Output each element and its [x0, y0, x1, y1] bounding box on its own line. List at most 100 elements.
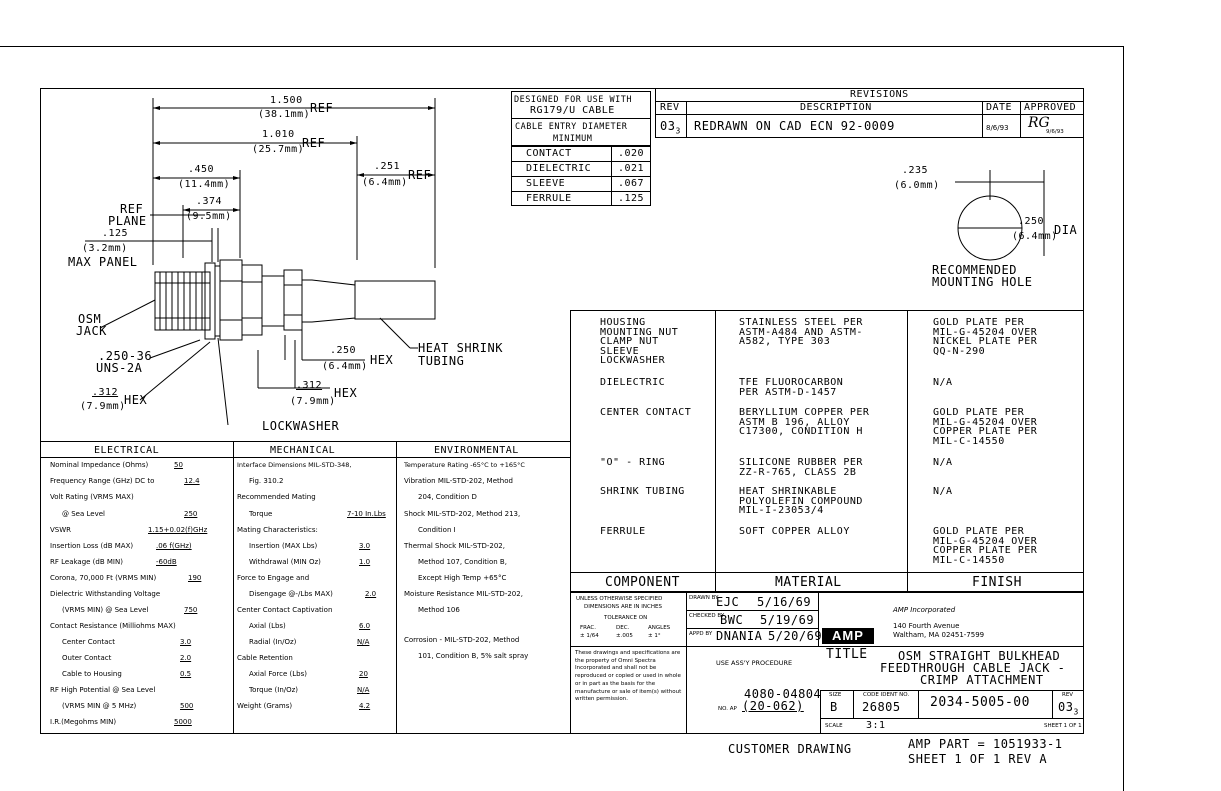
- no-ap-label: NO. AP: [718, 706, 737, 712]
- approval-signature: RG: [1028, 115, 1050, 131]
- spec-value: 3.0: [359, 542, 371, 550]
- title-line1: OSM STRAIGHT BULKHEAD: [898, 649, 1061, 663]
- spec-header-line: [40, 457, 570, 458]
- material-component: FERRULE: [600, 526, 646, 537]
- spec-value: 4.2: [359, 702, 371, 710]
- component-footer: COMPONENT: [605, 575, 680, 590]
- spec-label: Dielectric Withstanding Voltage: [50, 590, 161, 598]
- company-name: AMP Incorporated: [893, 606, 956, 614]
- dim-312-left-value: .312: [92, 387, 119, 398]
- env-line: Condition I: [418, 526, 456, 534]
- tolerance-line1: UNLESS OTHERWISE SPECIFIED: [576, 596, 663, 602]
- spec-label: Corona, 70,000 Ft (VRMS MIN): [50, 574, 157, 582]
- spec-value: 2.0: [365, 590, 377, 598]
- revision-date: 8/6/93: [986, 124, 1009, 132]
- spec-label: RF Leakage (dB MIN): [50, 558, 123, 566]
- env-line: Corrosion - MIL-STD-202, Method: [404, 636, 520, 644]
- dim-450-mm: (11.4mm): [178, 179, 231, 190]
- dim-1010-ref: REF: [302, 136, 326, 150]
- spec-value: N/A: [357, 638, 370, 646]
- spec-label: Torque (In/Oz): [249, 686, 299, 694]
- code-ident-label: CODE IDENT NO.: [863, 692, 910, 698]
- material-component: DIELECTRIC: [600, 377, 666, 388]
- spec-label: Disengage @-/Lbs MAX): [249, 590, 333, 598]
- spec-value: -60dB: [156, 558, 177, 566]
- mount-dim-235-value: .235: [902, 165, 929, 176]
- spec-value: 5000: [174, 718, 192, 726]
- material-material: TFE FLUOROCARBON PER ASTM-D-1457: [739, 377, 844, 398]
- material-material: BERYLLIUM COPPER PER ASTM B 196, ALLOY C…: [739, 407, 870, 437]
- use-assy-label: USE ASS'Y PROCEDURE: [716, 659, 793, 667]
- spec-value: 12.4: [184, 477, 200, 485]
- spec-label: Insertion (MAX Lbs): [249, 542, 318, 550]
- spec-value: 2.0: [180, 654, 192, 662]
- env-line: 204, Condition D: [418, 493, 477, 501]
- title-block-line: [820, 690, 1084, 691]
- spec-value: 7-10 In.Lbs: [347, 510, 386, 518]
- material-material: STAINLESS STEEL PER ASTM-A484 AND ASTM- …: [739, 317, 863, 347]
- spec-label: Cable Retention: [237, 654, 293, 662]
- cable-row-line: [511, 161, 651, 162]
- material-material: SOFT COPPER ALLOY: [739, 526, 850, 537]
- dim-374-mm: (9.5mm): [186, 211, 232, 222]
- title-block-line: [570, 646, 1084, 647]
- proprietary-notice: These drawings and specifications are th…: [575, 650, 682, 703]
- footer-sheet: SHEET 1 OF 1 REV A: [908, 752, 1048, 766]
- rev-number: 03: [660, 119, 676, 133]
- spec-label: Insertion Loss (dB MAX): [50, 542, 134, 550]
- spec-label: Cable to Housing: [62, 670, 122, 678]
- spec-label: Outer Contact: [62, 654, 112, 662]
- env-line: Vibration MIL-STD-202, Method: [404, 477, 513, 485]
- spec-label: Torque: [249, 510, 273, 518]
- spec-label: Fig. 310.2: [249, 477, 284, 485]
- recommended-label: RECOMMENDED: [932, 263, 1017, 277]
- tol-angles-value: ± 1°: [648, 633, 661, 639]
- approved-header: APPROVED: [1024, 102, 1077, 113]
- spec-label: Nominal Impedance (Ohms): [50, 461, 149, 469]
- spec-label: Mating Characteristics:: [237, 526, 318, 534]
- spec-value: 190: [188, 574, 202, 582]
- size-value: B: [830, 700, 838, 714]
- spec-divider: [233, 441, 234, 734]
- lockwasher-label: LOCKWASHER: [262, 419, 340, 433]
- cable-row-value: .067: [618, 178, 645, 189]
- title-block-divider: [818, 592, 819, 646]
- spec-value: 250: [184, 510, 198, 518]
- dim-1010-mm: (25.7mm): [252, 144, 305, 155]
- env-line: Except High Temp +65°C: [418, 574, 507, 582]
- company-address2: Waltham, MA 02451-7599: [893, 631, 985, 639]
- title-block: [570, 592, 1084, 734]
- spec-divider: [396, 441, 397, 734]
- cable-row-line: [511, 191, 651, 192]
- size-label: SIZE: [829, 692, 842, 698]
- mounting-hole-label: MOUNTING HOLE: [932, 275, 1033, 289]
- page-top-border: [0, 46, 1124, 47]
- cable-row-name: SLEEVE: [526, 178, 566, 189]
- customer-drawing: CUSTOMER DRAWING: [728, 742, 852, 756]
- date-header: DATE: [986, 102, 1013, 113]
- description-header: DESCRIPTION: [800, 102, 872, 113]
- checked-by-label: CHECKED BY: [689, 613, 725, 619]
- material-material: SILICONE RUBBER PER ZZ-R-765, CLASS 2B: [739, 457, 863, 478]
- spec-label: Recommended Mating: [237, 493, 316, 501]
- material-footer: MATERIAL: [775, 575, 842, 590]
- finish-footer: FINISH: [972, 575, 1022, 590]
- title-rev-subscript: 3: [1073, 707, 1079, 717]
- title-line2: FEEDTHROUGH CABLE JACK -: [880, 661, 1066, 675]
- material-finish: N/A: [933, 377, 953, 388]
- spec-label: Contact Resistance (Milliohms MAX): [50, 622, 176, 630]
- rev-value: 033: [1058, 701, 1079, 718]
- spec-value: 20: [359, 670, 368, 678]
- env-line: Thermal Shock MIL-STD-202,: [404, 542, 505, 550]
- material-component: CENTER CONTACT: [600, 407, 692, 418]
- cable-entry-title-box: [511, 118, 651, 146]
- environmental-title: ENVIRONMENTAL: [434, 445, 519, 456]
- dim-251-ref: REF: [408, 168, 432, 182]
- spec-value: .06 f(GHz): [156, 542, 192, 550]
- dim-450-value: .450: [188, 164, 215, 175]
- spec-value: 1.0: [359, 558, 371, 566]
- spec-label: (VRMS MIN @ 5 MHz): [62, 702, 137, 710]
- title-block-line: [686, 628, 818, 629]
- mount-dim-250-dia: DIA: [1054, 223, 1078, 237]
